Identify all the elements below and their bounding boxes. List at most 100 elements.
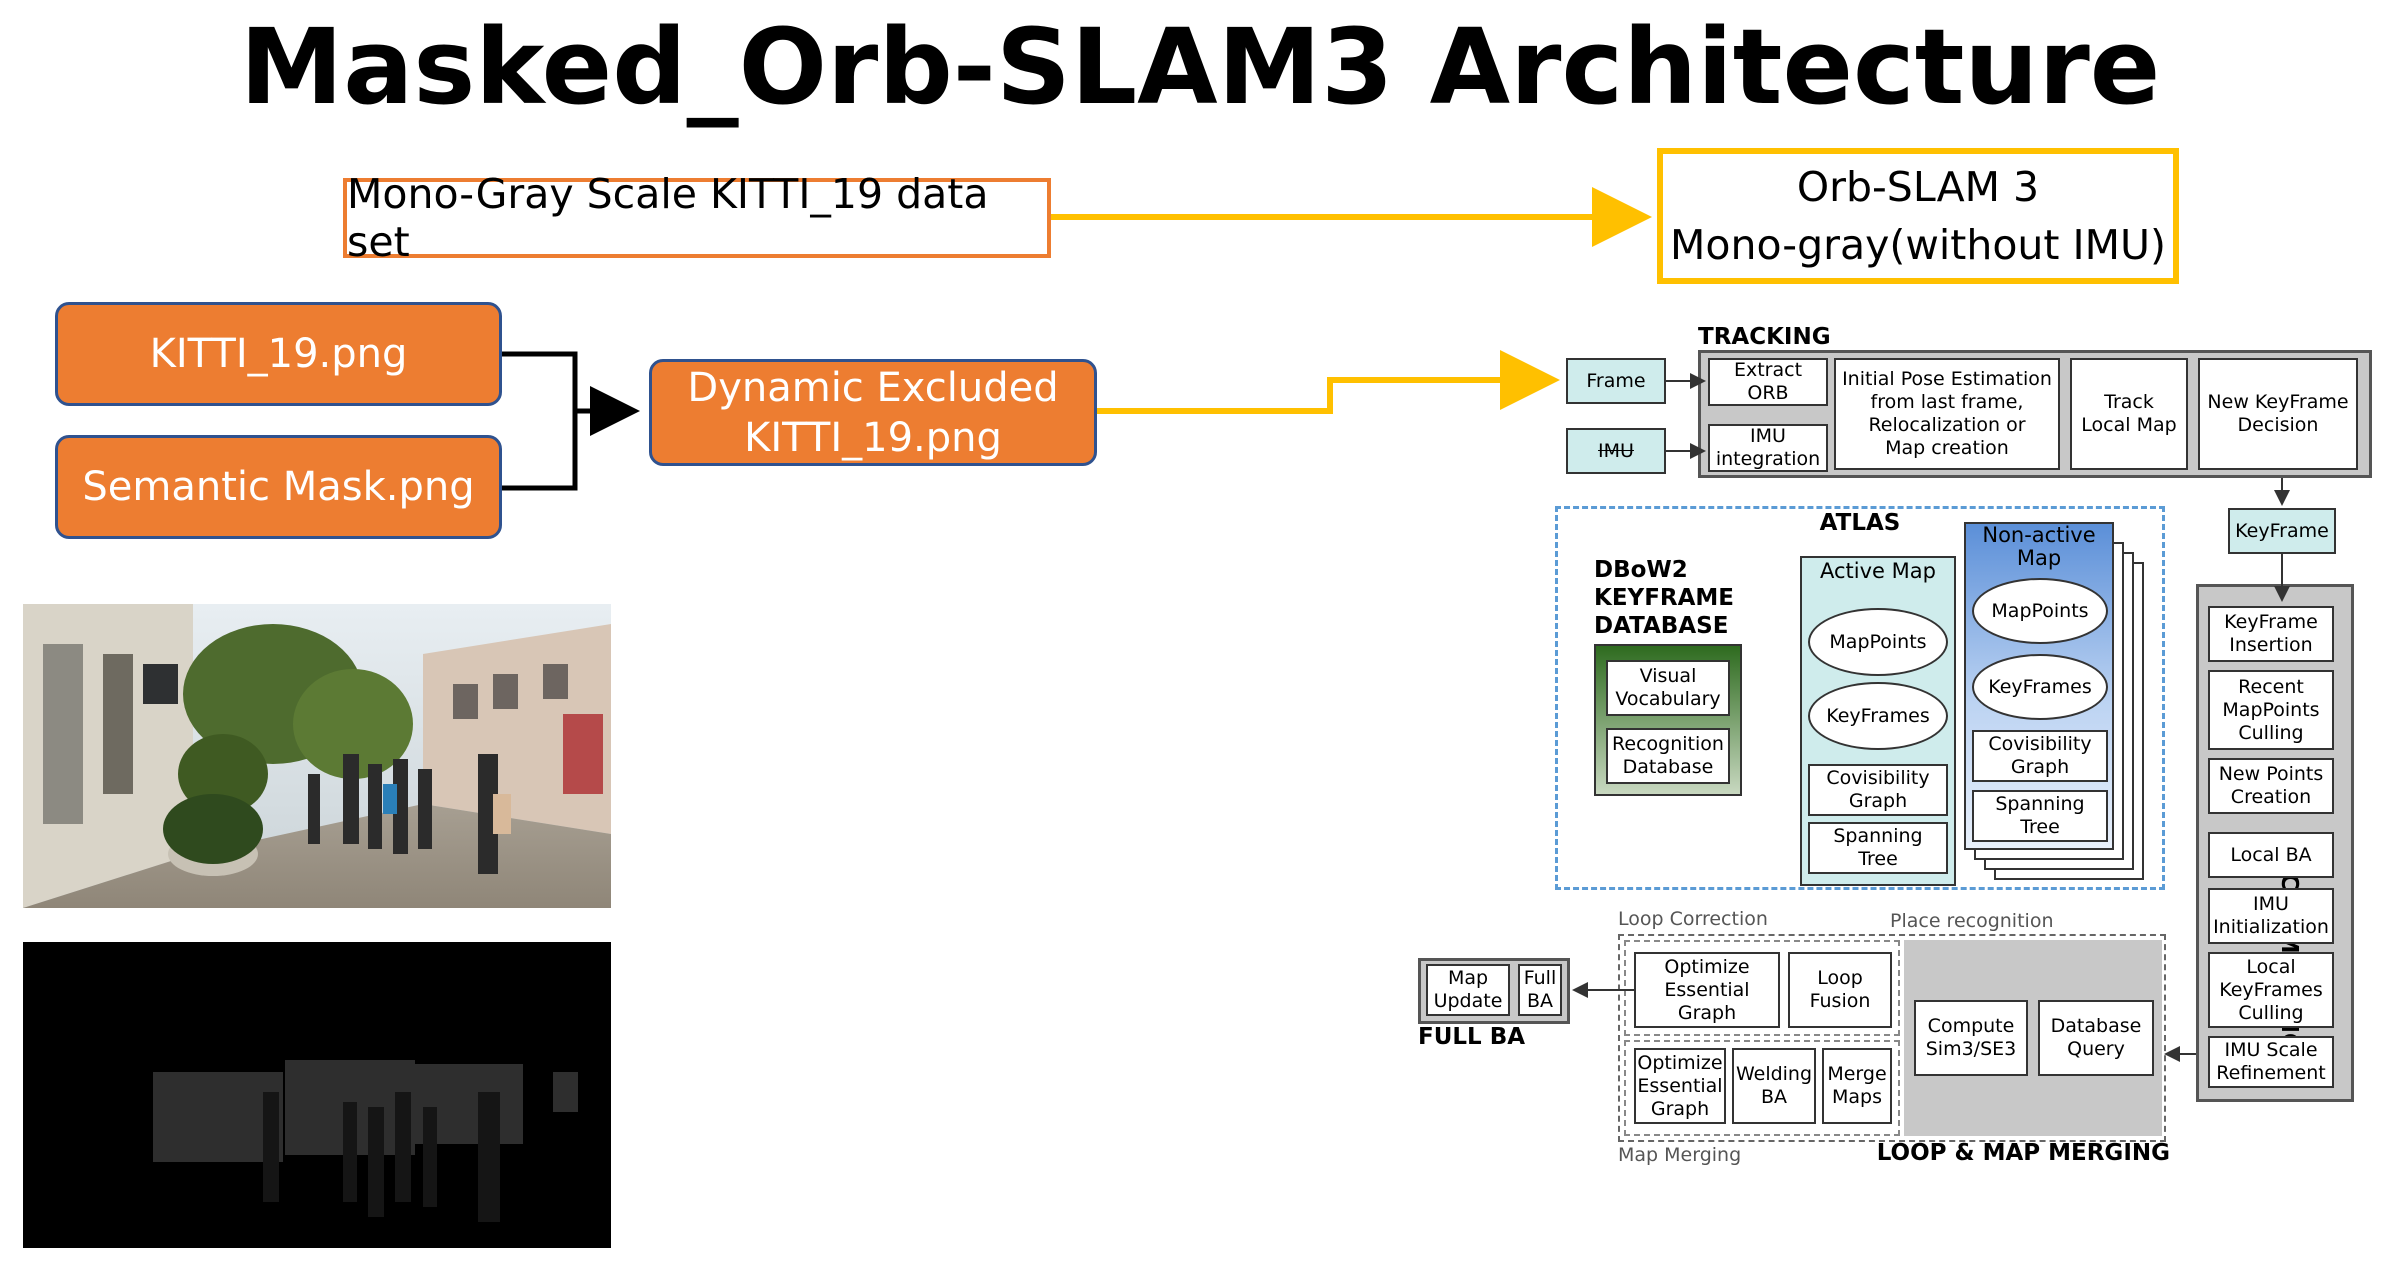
active-map-title: Active Map	[1820, 559, 1936, 583]
keyframe-box: KeyFrame	[2228, 508, 2336, 554]
semantic-mask-label: Semantic Mask.png	[82, 464, 475, 510]
track-local-map-box: Track Local Map	[2070, 358, 2188, 470]
kitti-png-label: KITTI_19.png	[149, 331, 408, 377]
local-mapping-item-line: Local	[2246, 955, 2296, 978]
track-local-map-line1: Track	[2104, 391, 2154, 413]
full-ba-title: FULL BA	[1418, 1024, 1526, 1050]
db-query-line2: Query	[2067, 1038, 2125, 1060]
local-mapping-item-line: Culling	[2238, 1001, 2304, 1024]
local-mapping-item-line: Local BA	[2230, 843, 2312, 866]
database-query-box: Database Query	[2038, 1000, 2154, 1076]
db-query-line1: Database	[2050, 1015, 2142, 1037]
orbslam-subtitle: Mono-gray(without IMU)	[1670, 221, 2166, 269]
loop-optimize-line1: Optimize	[1664, 955, 1750, 978]
imu-integration-box: IMU integration	[1708, 424, 1828, 472]
welding-line1: Welding	[1735, 1063, 1813, 1085]
nonactive-keyframes-label: KeyFrames	[1988, 675, 2092, 698]
loop-correction-panel	[1624, 940, 1900, 1036]
nonactive-mappoints-label: MapPoints	[1991, 599, 2089, 622]
map-update-box: Map Update	[1426, 964, 1510, 1016]
street-photo-image	[23, 604, 611, 908]
active-spanning-line2: Tree	[1858, 848, 1898, 870]
visual-vocab-line2: Vocabulary	[1615, 688, 1721, 710]
arrow-dynamic-to-frame	[1097, 350, 1560, 414]
dbow-line1: DBoW2	[1594, 557, 1688, 583]
local-mapping-item-line: Culling	[2238, 721, 2304, 744]
local-mapping-item-line: KeyFrame	[2224, 611, 2318, 633]
tracking-title: TRACKING	[1698, 324, 1831, 350]
dbow-line3: DATABASE	[1594, 613, 1729, 639]
visual-vocabulary-box: Visual Vocabulary	[1606, 660, 1730, 716]
loop-fusion-line1: Loop	[1817, 967, 1863, 989]
dynamic-excluded-line1: Dynamic Excluded	[687, 364, 1059, 411]
loop-fusion-box: Loop Fusion	[1788, 952, 1892, 1028]
active-mappoints-ellipse: MapPoints	[1808, 608, 1948, 676]
semantic-mask-box: Semantic Mask.png	[55, 435, 502, 539]
mask-image	[23, 942, 611, 1248]
map-merging-panel	[1624, 1040, 1900, 1136]
new-keyframe-line1: New KeyFrame	[2207, 391, 2349, 413]
active-keyframes-ellipse: KeyFrames	[1808, 682, 1948, 750]
initial-pose-line2: from last frame,	[1870, 391, 2024, 413]
welding-ba-box: Welding BA	[1732, 1048, 1816, 1124]
bracket-merge	[502, 351, 578, 491]
local-mapping-item-line: New Points	[2218, 763, 2324, 785]
keyframe-label: KeyFrame	[2235, 519, 2329, 542]
loop-map-merging-title: LOOP & MAP MERGING	[1876, 1140, 2170, 1166]
nonactive-covis-line2: Graph	[2010, 756, 2070, 778]
frame-label: Frame	[1586, 369, 1646, 392]
initial-pose-line1: Initial Pose Estimation	[1842, 368, 2052, 390]
dynamic-excluded-line2: KITTI_19.png	[744, 414, 1002, 461]
local-mapping-item-line: KeyFrames	[2219, 978, 2323, 1001]
local-mapping-item: Local BA	[2208, 832, 2334, 878]
active-keyframes-label: KeyFrames	[1826, 704, 1930, 727]
initial-pose-line4: Map creation	[1885, 437, 2009, 459]
compute-sim3-line2: Sim3/SE3	[1925, 1038, 2017, 1060]
merge-optimize-line3: Graph	[1650, 1097, 1710, 1120]
loop-optimize-line3: Graph	[1677, 1001, 1737, 1024]
full-ba-line2: BA	[1526, 990, 1554, 1012]
recog-db-line1: Recognition	[1612, 733, 1724, 755]
merge-optimize-line1: Optimize	[1637, 1051, 1723, 1074]
map-merging-label: Map Merging	[1618, 1144, 1742, 1166]
local-mapping-item-line: IMU	[2253, 893, 2289, 915]
dynamic-excluded-box: Dynamic Excluded KITTI_19.png	[649, 359, 1097, 466]
nonactive-map-title: Non-active Map	[1964, 524, 2114, 570]
full-ba-box: Full BA	[1518, 964, 1562, 1016]
active-covis-line1: Covisibility	[1826, 767, 1930, 789]
dataset-label: Mono-Gray Scale KITTI_19 data set	[347, 170, 989, 266]
local-mapping-item-line: IMU Scale	[2224, 1039, 2318, 1061]
loop-optimize-line2: Essential	[1664, 978, 1750, 1001]
map-update-line1: Map	[1447, 967, 1489, 989]
dbow-title: DBoW2 KEYFRAME DATABASE	[1594, 556, 1754, 640]
recognition-database-box: Recognition Database	[1606, 728, 1730, 784]
local-mapping-item-line: Refinement	[2216, 1062, 2326, 1084]
atlas-panel	[1555, 506, 2165, 890]
merge-maps-line1: Merge	[1827, 1063, 1887, 1085]
nonactive-keyframes-ellipse: KeyFrames	[1972, 654, 2108, 720]
orbslam-title: Orb-SLAM 3	[1796, 163, 2040, 211]
nonactive-line2: Map	[2016, 546, 2062, 570]
extract-orb-label: Extract ORB	[1733, 359, 1803, 404]
track-local-map-line2: Local Map	[2081, 414, 2177, 436]
local-mapping-item-line: Initialization	[2213, 916, 2329, 938]
active-covis-line2: Graph	[1848, 790, 1908, 812]
active-mappoints-label: MapPoints	[1829, 630, 1927, 653]
dbow-line2: KEYFRAME	[1594, 585, 1735, 611]
local-mapping-item-line: Creation	[2230, 786, 2312, 808]
loop-fusion-line2: Fusion	[1809, 990, 1871, 1012]
new-keyframe-line2: Decision	[2237, 414, 2319, 436]
compute-sim3-line1: Compute	[1927, 1015, 2015, 1037]
local-mapping-item-line: Insertion	[2229, 634, 2313, 656]
loop-optimize-essential-box: Optimize Essential Graph	[1634, 952, 1780, 1028]
kitti-png-box: KITTI_19.png	[55, 302, 502, 406]
nonactive-mappoints-ellipse: MapPoints	[1972, 578, 2108, 644]
nonactive-spanning-line2: Tree	[2020, 816, 2060, 838]
frame-box: Frame	[1566, 358, 1666, 404]
initial-pose-line3: Relocalization or	[1868, 414, 2026, 436]
